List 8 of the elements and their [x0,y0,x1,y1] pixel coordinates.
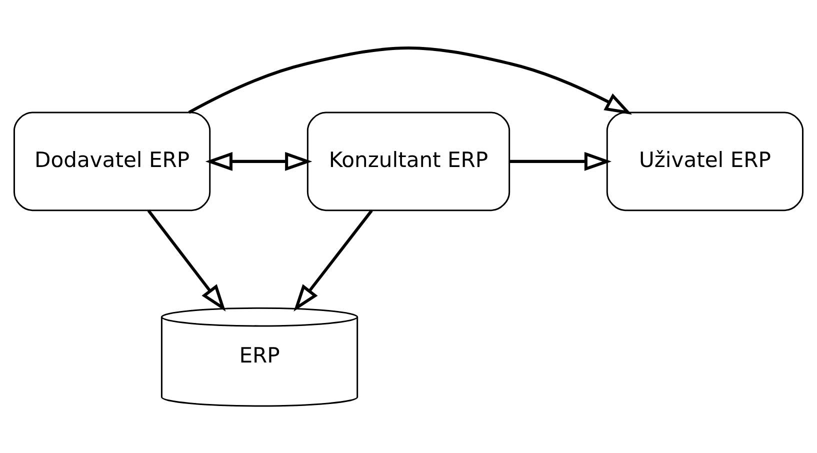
node-box: Konzultant ERP [306,111,510,211]
arrow [205,151,312,170]
node-box: Uživatel ERP [606,111,804,211]
arrow [147,209,226,311]
node-box: Dodavatel ERP [13,111,211,211]
arrow [188,46,632,114]
arrow [294,209,373,311]
arrow [510,151,612,170]
